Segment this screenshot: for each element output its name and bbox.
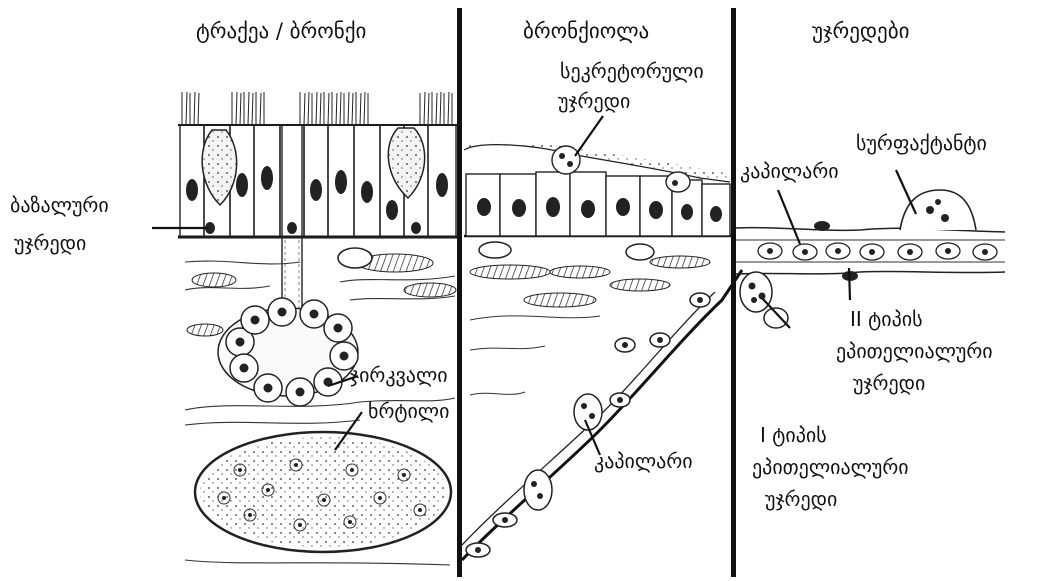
label-capillary-alveolar: კაპილარი (740, 158, 839, 184)
label-gland: ჯირკვალი (350, 362, 448, 388)
label-type2-line1: II ტიპის (850, 306, 923, 332)
divider-right (731, 8, 736, 577)
bronchiole-panel-drawing (462, 141, 742, 560)
label-basal-line1: ბაზალური (10, 192, 109, 218)
label-type2-line3: უჯრედი (853, 370, 925, 396)
label-type1-line3: უჯრედი (765, 486, 837, 512)
label-capillary-bronchiole: კაპილარი (594, 448, 693, 474)
label-type2-line2: ეპითელიალური (836, 338, 993, 364)
trachea-panel-drawing (178, 92, 458, 565)
label-surfactant: სურფაქტანტი (856, 130, 987, 156)
divider-left (457, 8, 462, 577)
label-type1-line2: ეპითელიალური (752, 454, 909, 480)
label-secretory-line2: უჯრედი (558, 88, 630, 114)
label-basal-line2: უჯრედი (14, 230, 86, 256)
label-type1-line1: I ტიპის (760, 422, 827, 448)
header-cells: უჯრედები (812, 18, 909, 44)
header-trachea-bronchi: ტრაქეა / ბრონქი (196, 18, 366, 44)
label-secretory-line1: სეკრეტორული (560, 58, 704, 84)
label-cartilage: ხრტილი (368, 398, 449, 424)
header-bronchiole: ბრონქიოლა (523, 18, 649, 44)
